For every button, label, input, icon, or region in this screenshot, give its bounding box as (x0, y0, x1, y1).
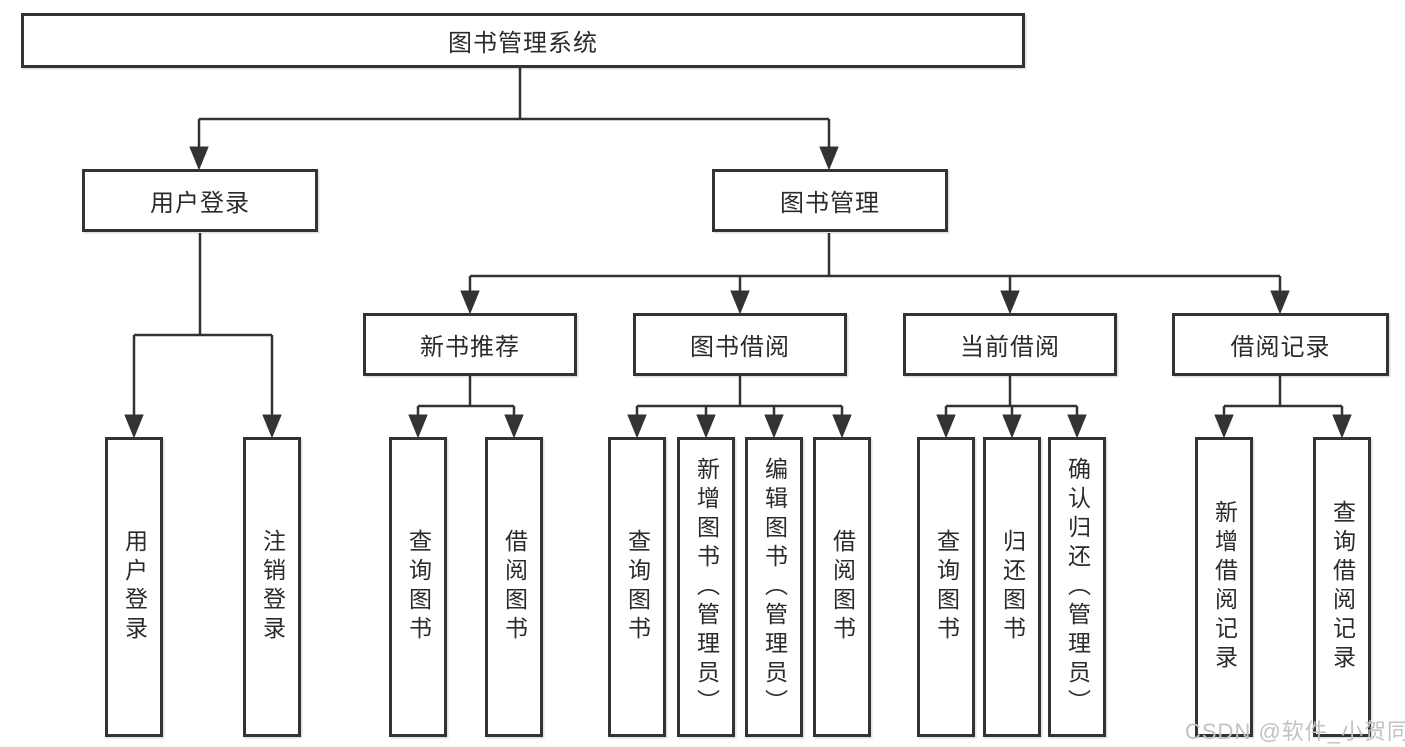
leaf-label: 借阅图书 (501, 529, 528, 645)
leaf-label: 编辑图书（管理员） (761, 456, 788, 718)
node-book-management: 图书管理 (712, 169, 948, 232)
connector-new-book-recommend-children (408, 376, 524, 439)
connector-user-login-children (124, 233, 282, 439)
leaf-current-search-books: 查询图书 (917, 437, 975, 737)
connector-root-to-level2 (189, 68, 839, 171)
leaf-current-return-books: 归还图书 (983, 437, 1041, 737)
leaf-label: 查询借阅记录 (1329, 500, 1356, 674)
leaf-logout: 注销登录 (243, 437, 301, 737)
leaf-borrowing-search-books: 查询图书 (608, 437, 666, 737)
leaf-label: 确认归还（管理员） (1064, 456, 1091, 718)
connector-current-borrowing-children (936, 376, 1087, 439)
leaf-recommend-search-books: 查询图书 (389, 437, 447, 737)
leaf-label: 归还图书 (999, 529, 1026, 645)
leaf-label: 注销登录 (259, 529, 286, 645)
node-current-borrowing: 当前借阅 (903, 313, 1117, 376)
leaf-label: 借阅图书 (829, 529, 856, 645)
connector-borrowing-records-children (1214, 376, 1352, 439)
leaf-recommend-borrow-books: 借阅图书 (485, 437, 543, 737)
connector-book-borrowing-children (627, 376, 852, 439)
leaf-borrowing-add-books-admin: 新增图书（管理员） (677, 437, 735, 737)
leaf-label: 查询图书 (624, 529, 651, 645)
connector-book-management-children (460, 233, 1290, 315)
leaf-label: 查询图书 (405, 529, 432, 645)
node-user-login: 用户登录 (82, 169, 318, 232)
leaf-records-search-record: 查询借阅记录 (1313, 437, 1371, 737)
node-new-book-recommend: 新书推荐 (363, 313, 577, 376)
leaf-borrowing-edit-books-admin: 编辑图书（管理员） (745, 437, 803, 737)
leaf-user-login: 用户登录 (105, 437, 163, 737)
leaf-current-confirm-return-admin: 确认归还（管理员） (1048, 437, 1106, 737)
leaf-label: 用户登录 (121, 529, 148, 645)
leaf-borrowing-borrow-books: 借阅图书 (813, 437, 871, 737)
leaf-records-add-record: 新增借阅记录 (1195, 437, 1253, 737)
leaf-label: 新增借阅记录 (1211, 500, 1238, 674)
leaf-label: 查询图书 (933, 529, 960, 645)
node-borrowing-records: 借阅记录 (1172, 313, 1389, 376)
node-book-borrowing: 图书借阅 (633, 313, 847, 376)
csdn-watermark: CSDN @软件_小贺同学 (1185, 719, 1405, 744)
node-library-system: 图书管理系统 (21, 13, 1025, 68)
leaf-label: 新增图书（管理员） (693, 456, 720, 718)
